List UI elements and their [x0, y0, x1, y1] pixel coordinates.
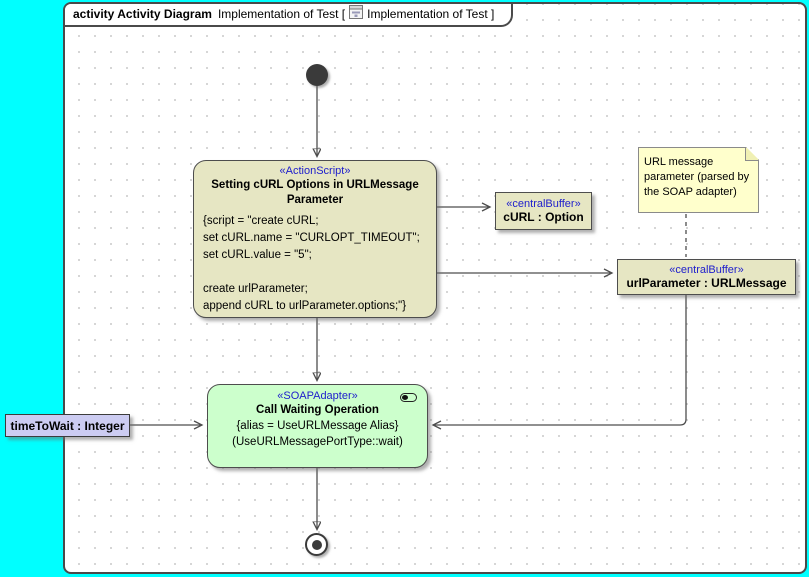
script-line: append cURL to urlParameter.options;"}: [203, 300, 407, 312]
curl-centralbuffer-node[interactable]: «centralBuffer» cURL : Option: [495, 192, 592, 230]
soapadapter-title: Call Waiting Operation: [256, 404, 379, 416]
curl-buffer-stereotype: «centralBuffer»: [506, 198, 581, 210]
script-line: create urlParameter;: [203, 283, 308, 295]
soapadapter-stereotype: «SOAPAdapter»: [277, 390, 358, 402]
diagram-header-tab[interactable]: activity Activity Diagram Implementation…: [65, 4, 513, 27]
diagram-ref-icon: [349, 5, 364, 22]
flow-urlparameter-to-soapadapter[interactable]: [431, 295, 687, 430]
diagram-ref-title: Implementation of Test ]: [367, 6, 495, 21]
activity-parameter-node[interactable]: timeToWait : Integer: [5, 414, 130, 437]
soapadapter-operation-line: (UseURLMessagePortType::wait): [232, 436, 403, 448]
actionscript-node[interactable]: «ActionScript» Setting cURL Options in U…: [193, 160, 437, 318]
script-line: [200, 264, 430, 281]
initial-node[interactable]: [306, 64, 328, 86]
script-line: set cURL.value = "5";: [203, 249, 312, 261]
soapadapter-alias-line: {alias = UseURLMessage Alias}: [236, 420, 399, 432]
diagram-kind-label: activity Activity Diagram: [73, 6, 212, 21]
final-node-dot: [311, 539, 322, 550]
actionscript-title: Setting cURL Options in URLMessage Param…: [211, 179, 419, 206]
activity-final-node[interactable]: [305, 533, 328, 556]
diagram-title: Implementation of Test [: [217, 6, 346, 21]
urlparameter-buffer-label: urlParameter : URLMessage: [626, 276, 787, 290]
script-line: {script = "create cURL;: [203, 215, 319, 227]
script-line: set cURL.name = "CURLOPT_TIMEOUT";: [203, 232, 420, 244]
comment-note[interactable]: URL message parameter (parsed by the SOA…: [638, 147, 759, 213]
note-text: URL message parameter (parsed by the SOA…: [644, 156, 750, 198]
call-operation-icon: [400, 393, 417, 402]
curl-buffer-label: cURL : Option: [503, 210, 584, 224]
activity-parameter-label: timeToWait : Integer: [10, 418, 125, 433]
soapadapter-node[interactable]: «SOAPAdapter» Call Waiting Operation {al…: [207, 384, 428, 468]
urlparameter-centralbuffer-node[interactable]: «centralBuffer» urlParameter : URLMessag…: [617, 259, 796, 295]
actionscript-stereotype: «ActionScript»: [279, 165, 351, 177]
urlparameter-buffer-stereotype: «centralBuffer»: [669, 264, 744, 276]
